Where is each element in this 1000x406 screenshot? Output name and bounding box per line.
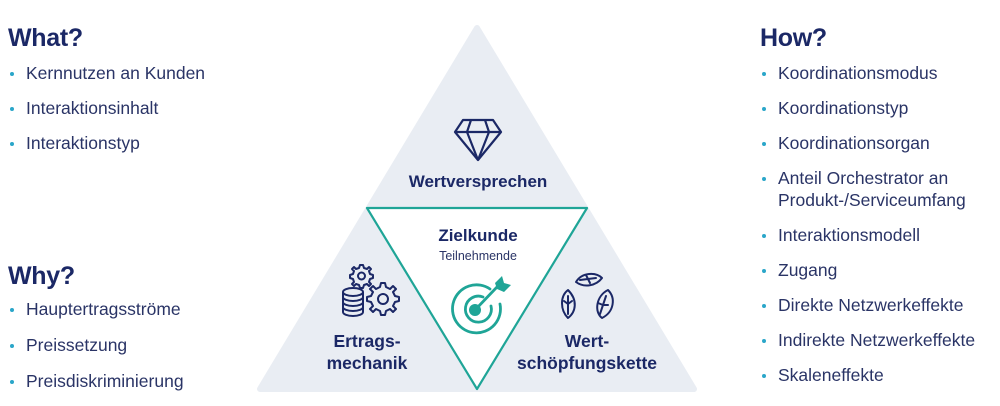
how-heading: How? <box>760 24 827 52</box>
coins-gears-icon <box>342 264 400 317</box>
center-label: Zielkunde <box>438 226 518 245</box>
list-item: Kernnutzen an Kunden <box>8 62 205 84</box>
list-item: Zugang <box>760 259 978 281</box>
why-section: Why? Hauptertragsströme Preissetzung Pre… <box>8 262 184 406</box>
why-list: Hauptertragsströme Preissetzung Preisdis… <box>8 298 184 392</box>
list-item: Interaktionsmodell <box>760 224 978 246</box>
list-item: Anteil Orchestrator an Produkt-/Serviceu… <box>760 167 978 211</box>
why-heading: Why? <box>8 262 75 290</box>
what-list: Kernnutzen an Kunden Interaktionsinhalt … <box>8 62 205 154</box>
how-list: Koordinationsmodus Koordinationstyp Koor… <box>760 62 978 386</box>
list-item: Koordinationsorgan <box>760 132 978 154</box>
left-label-line1: Ertrags- <box>333 331 401 351</box>
list-item: Hauptertragsströme <box>8 298 184 320</box>
right-label-line1: Wert- <box>564 331 610 351</box>
list-item: Skaleneffekte <box>760 364 978 386</box>
list-item: Koordinationsmodus <box>760 62 978 84</box>
left-label: Ertrags- mechanik <box>305 330 429 374</box>
left-label-line2: mechanik <box>326 353 408 373</box>
what-heading: What? <box>8 24 83 52</box>
right-label: Wert- schöpfungskette <box>512 330 662 374</box>
list-item: Preisdiskriminierung <box>8 370 184 392</box>
diamond-icon <box>453 118 503 162</box>
center-sublabel: Teilnehmende <box>439 249 517 263</box>
list-item: Interaktionstyp <box>8 132 205 154</box>
target-icon <box>451 276 511 335</box>
what-section: What? Kernnutzen an Kunden Interaktionsi… <box>8 24 205 167</box>
list-item: Interaktionsinhalt <box>8 97 205 119</box>
list-item: Koordinationstyp <box>760 97 978 119</box>
leaves-cycle-icon <box>561 272 614 319</box>
right-label-line2: schöpfungskette <box>516 353 658 373</box>
list-item: Preissetzung <box>8 334 184 356</box>
list-item: Indirekte Netzwerkeffekte <box>760 329 978 351</box>
top-label: Wertversprechen <box>408 172 548 191</box>
inner-triangle <box>365 206 589 391</box>
how-section: How? Koordinationsmodus Koordinationstyp… <box>760 24 978 399</box>
list-item: Direkte Netzwerkeffekte <box>760 294 978 316</box>
